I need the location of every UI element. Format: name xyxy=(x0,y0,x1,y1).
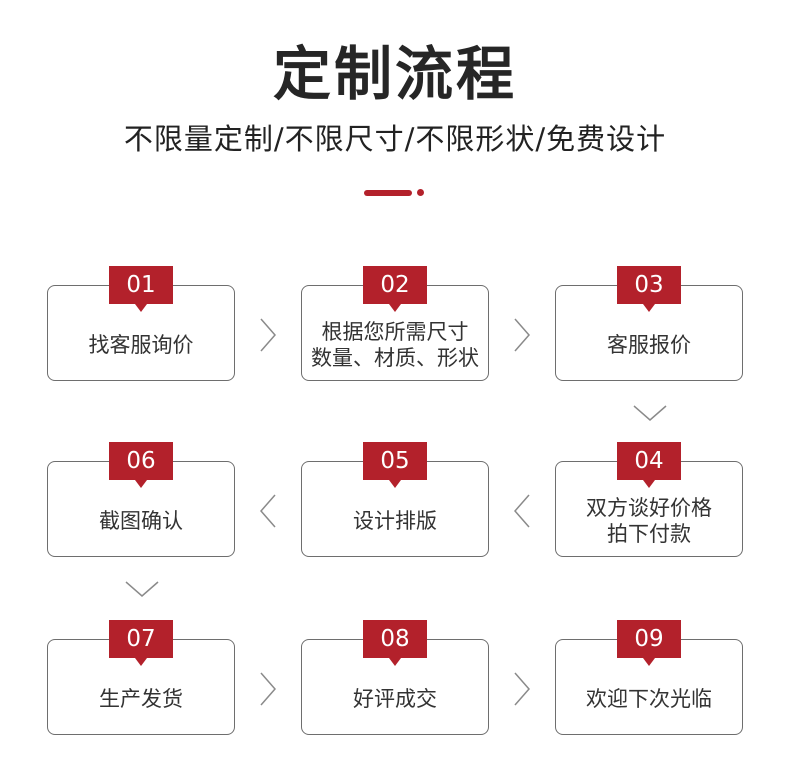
chevron-right-icon xyxy=(513,317,531,353)
step-text: 双方谈好价格 拍下付款 xyxy=(556,486,742,556)
chevron-right-icon xyxy=(513,671,531,707)
step-line: 数量、材质、形状 xyxy=(311,346,479,370)
step-line: 截图确认 xyxy=(99,509,183,533)
step-line: 欢迎下次光临 xyxy=(586,687,712,711)
chevron-right-icon xyxy=(259,671,277,707)
page-title: 定制流程 xyxy=(272,40,517,108)
step-badge-03: 03 xyxy=(617,266,681,312)
step-text: 设计排版 xyxy=(302,486,488,556)
step-line: 好评成交 xyxy=(353,687,437,711)
step-badge-06: 06 xyxy=(109,442,173,488)
step-text: 欢迎下次光临 xyxy=(556,664,742,734)
step-line: 生产发货 xyxy=(99,687,183,711)
page-subtitle: 不限量定制/不限尺寸/不限形状/免费设计 xyxy=(123,122,667,156)
decorative-dot xyxy=(417,189,424,196)
step-line: 根据您所需尺寸 xyxy=(321,320,469,344)
step-badge-07: 07 xyxy=(109,620,173,666)
step-line: 双方谈好价格 xyxy=(586,496,712,520)
chevron-down-icon xyxy=(632,404,668,422)
chevron-left-icon xyxy=(513,493,531,529)
step-text: 客服报价 xyxy=(556,310,742,380)
step-line: 设计排版 xyxy=(353,509,437,533)
chevron-down-icon xyxy=(124,580,160,598)
step-badge-02: 02 xyxy=(363,266,427,312)
step-badge-04: 04 xyxy=(617,442,681,488)
step-line: 客服报价 xyxy=(607,333,691,357)
step-text: 生产发货 xyxy=(48,664,234,734)
decorative-bar xyxy=(364,190,412,196)
chevron-left-icon xyxy=(259,493,277,529)
step-box-09: 欢迎下次光临 xyxy=(555,639,743,735)
step-text: 截图确认 xyxy=(48,486,234,556)
step-badge-08: 08 xyxy=(363,620,427,666)
step-line: 找客服询价 xyxy=(88,333,194,357)
step-text: 好评成交 xyxy=(302,664,488,734)
step-text: 找客服询价 xyxy=(48,310,234,380)
step-badge-09: 09 xyxy=(617,620,681,666)
step-badge-01: 01 xyxy=(109,266,173,312)
chevron-right-icon xyxy=(259,317,277,353)
step-badge-05: 05 xyxy=(363,442,427,488)
step-line: 拍下付款 xyxy=(607,522,691,546)
step-text: 根据您所需尺寸 数量、材质、形状 xyxy=(302,310,488,380)
